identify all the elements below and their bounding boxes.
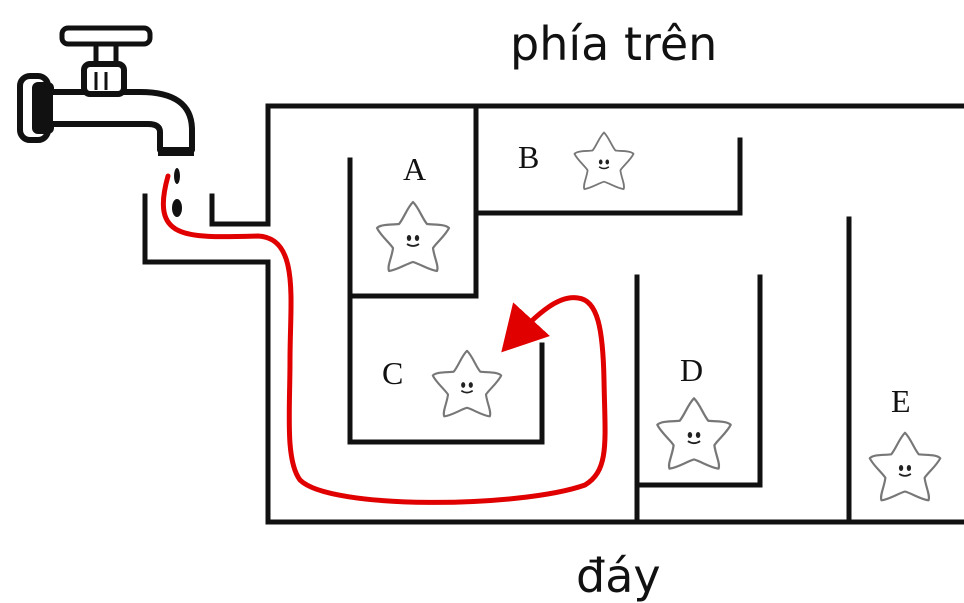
star-character-c [431,349,503,418]
faucet-icon [17,25,195,156]
top-label: phía trên [510,17,717,71]
compartment-label-d: D [680,352,703,388]
star-character-d [656,397,732,470]
star-character-a [375,200,451,273]
compartment-label-b: B [518,139,539,175]
compartment-label-a: A [403,151,426,187]
bottom-label: đáy [576,549,661,603]
star-character-e [868,431,942,502]
compartment-label-e: E [891,383,911,419]
red-flow-arrow [160,173,608,505]
compartment-label-c: C [382,355,403,391]
water-drop-icon [172,168,182,217]
container-walls [142,103,964,525]
star-character-b [573,131,635,190]
